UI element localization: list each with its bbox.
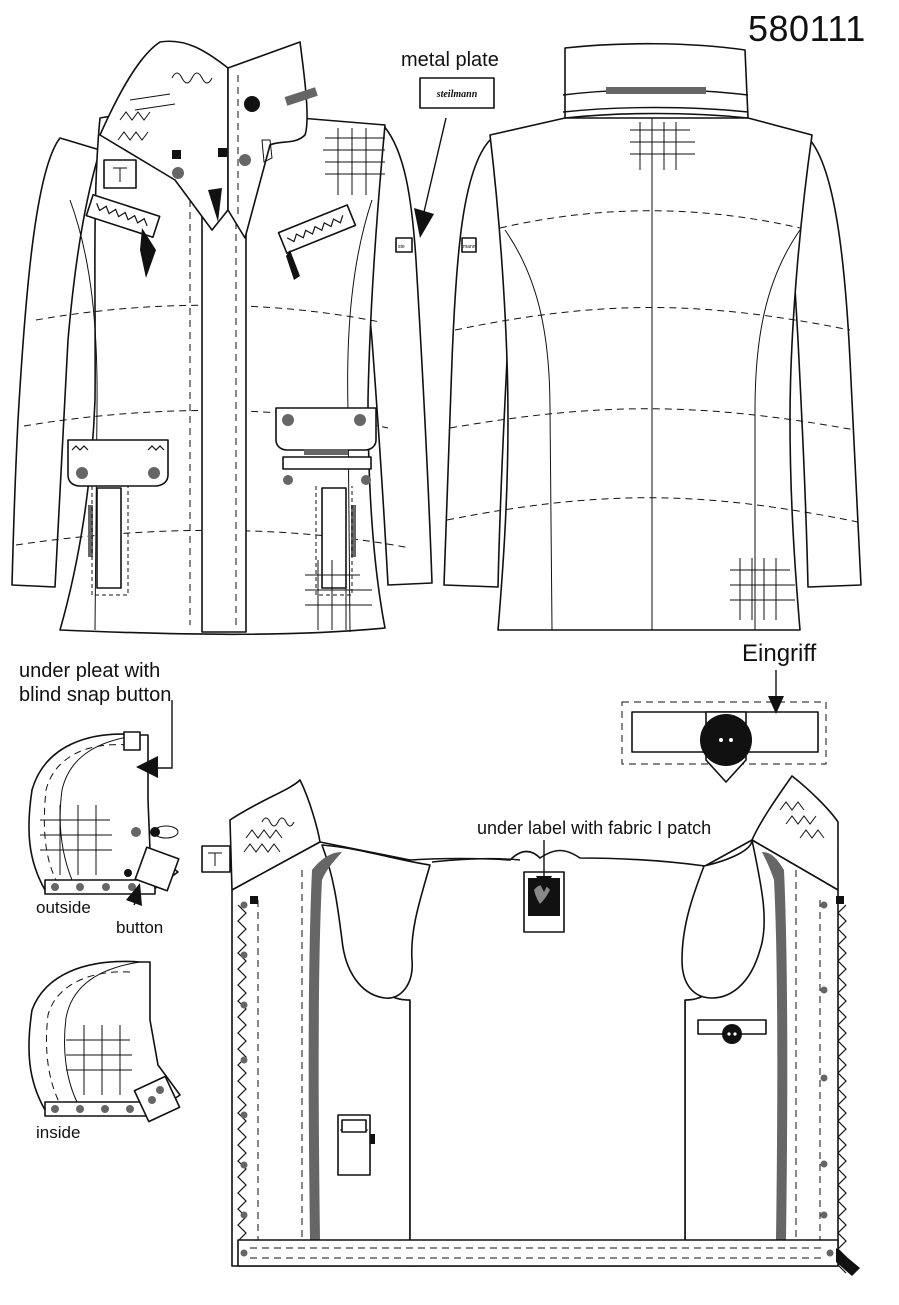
collar-detail-inside — [28, 960, 181, 1123]
metal-plate-callout: steilmann — [414, 77, 495, 238]
back-sleeve-brand-text: mann — [463, 244, 476, 250]
lining-open-view — [201, 775, 860, 1276]
eingriff-detail — [621, 670, 827, 783]
collar-detail-outside — [28, 700, 180, 906]
button-label: button — [116, 918, 164, 937]
front-sleeve-brand-text: ste — [398, 244, 405, 250]
inside-label: inside — [36, 1123, 81, 1142]
jacket-front-view: ste — [11, 40, 433, 636]
metal-plate-label: metal plate — [401, 49, 499, 71]
eingriff-label: Eingriff — [742, 640, 817, 667]
jacket-back-view: mann — [443, 42, 862, 631]
front-left-sleeve — [11, 137, 101, 588]
under-label-caption: under label with fabric I patch — [477, 818, 712, 838]
outside-label: outside — [36, 898, 91, 917]
lower-pocket-left — [67, 439, 169, 596]
metal-plate-brand: steilmann — [436, 89, 478, 100]
chest-pocket-right — [277, 204, 357, 280]
back-collar — [564, 42, 749, 119]
back-body — [489, 117, 813, 631]
article-number: 580111 — [748, 8, 866, 49]
lower-pocket-right — [275, 407, 377, 630]
under-pleat-label-line2: blind snap button — [19, 684, 172, 706]
under-pleat-label-line1: under pleat with — [19, 660, 161, 682]
chest-pocket-left — [85, 193, 161, 278]
